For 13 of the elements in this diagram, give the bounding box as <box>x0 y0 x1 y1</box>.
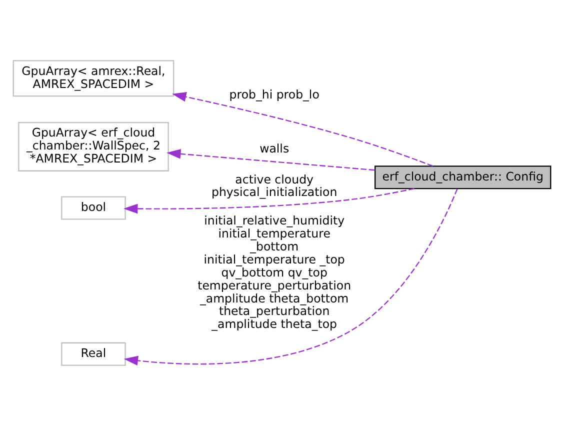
edge-label: active cloudy physical_initialization <box>212 172 338 199</box>
edge-label: initial_relative_humidity initial_temperature _bottom initial_temperature _top qv_bottom qv_top temperature_perturbation _amplitude theta_bottom theta_perturbation _amplitude theta_top <box>198 212 352 331</box>
arrow <box>124 188 458 366</box>
arrow <box>166 148 375 170</box>
node-box: GpuArray< amrex::Real, AMREX_SPACEDIM > <box>12 60 174 96</box>
node-box: GpuArray< erf_cloud _chamber::WallSpec, 2 *AMREX_SPACEDIM > <box>18 121 169 171</box>
edge-label: walls <box>260 141 290 156</box>
edge-label: prob_hi prob_lo <box>229 86 320 101</box>
arrow <box>124 188 414 214</box>
node-box: Real <box>61 342 126 366</box>
node-box: bool <box>61 196 126 220</box>
arrow <box>172 92 434 166</box>
node-box: erf_cloud_chamber:: Config <box>374 165 552 189</box>
